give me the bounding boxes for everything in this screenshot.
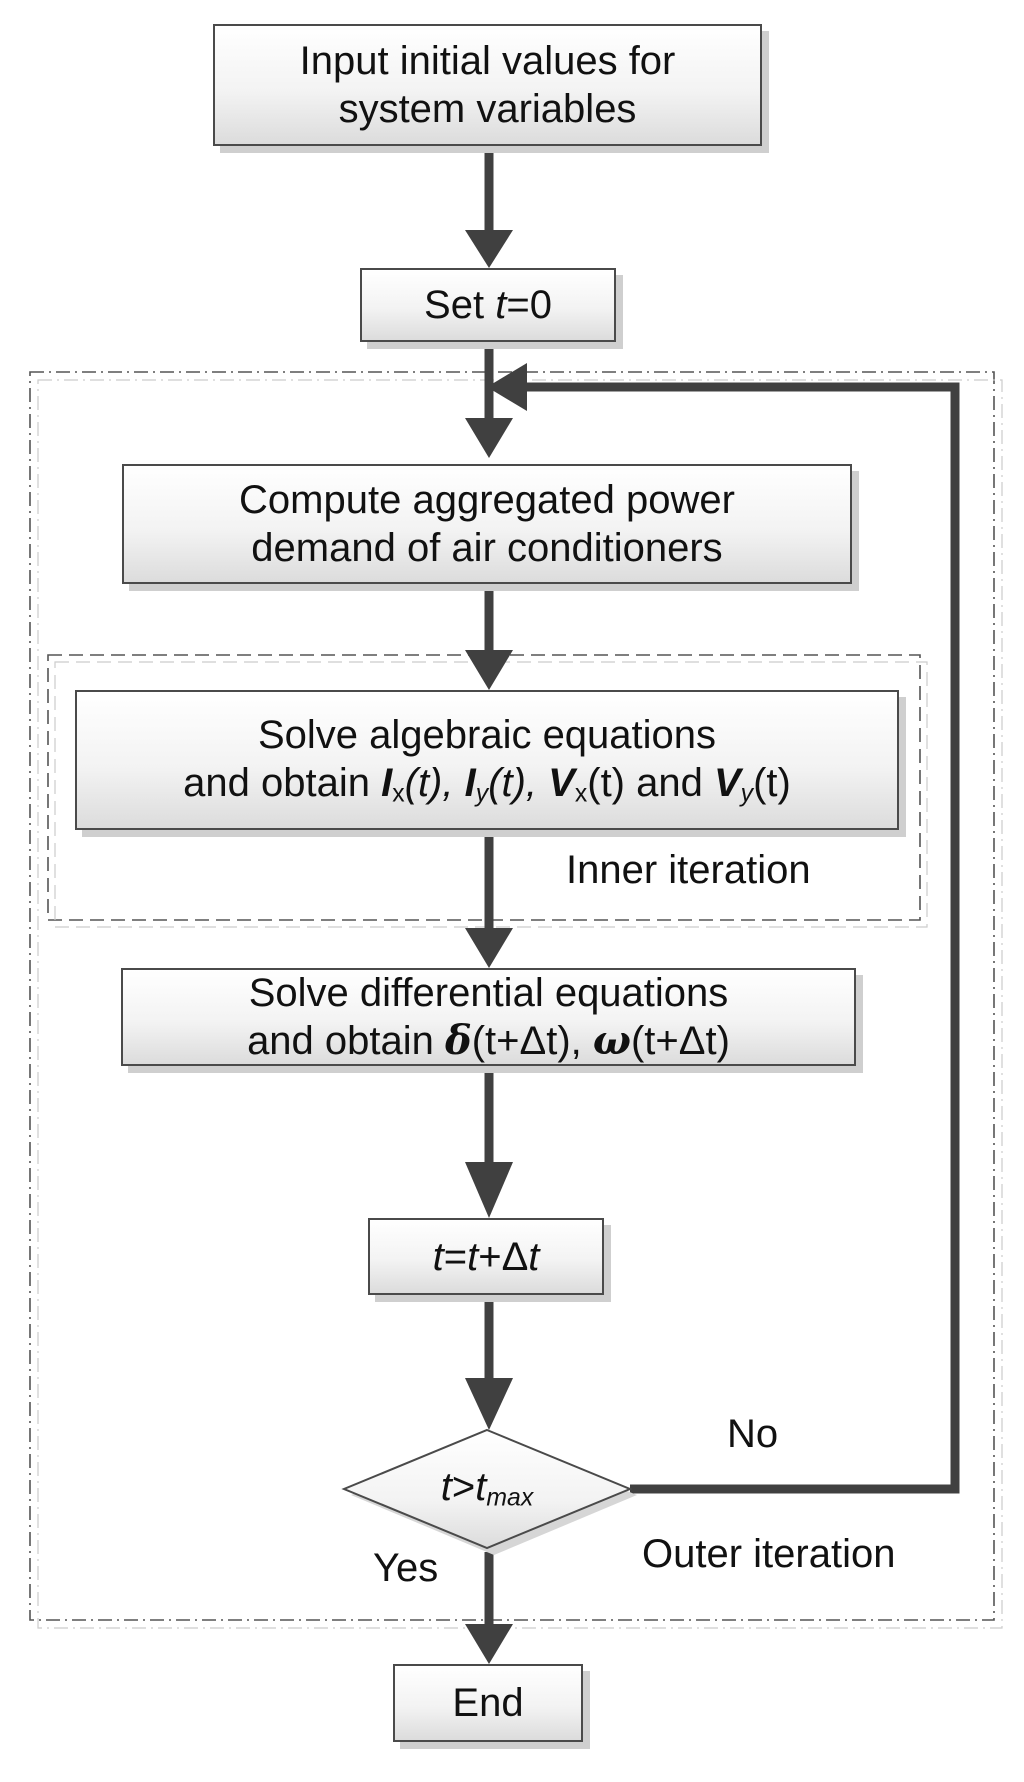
time-arg-4: (t) — [753, 760, 791, 805]
decision-t-max: t — [475, 1465, 487, 1509]
compute-power-line-2: demand of air conditioners — [251, 526, 723, 570]
decision-max-subscript: max — [486, 1484, 534, 1512]
solve-algebraic-line-2: and obtain Ix(t), Iy(t), Vx(t) and Vy(t) — [183, 759, 791, 809]
decision-diamond — [341, 1428, 633, 1550]
omega-symbol: ω — [592, 1017, 631, 1064]
arrowhead-6 — [465, 1378, 513, 1430]
solve-algebraic-box: Solve algebraic equations and obtain Ix(… — [75, 690, 899, 830]
input-initial-line-1: Input initial values for — [299, 39, 676, 83]
arrowhead-4 — [465, 928, 513, 968]
arrowhead-1 — [465, 230, 513, 268]
solve-differential-line-2: and obtain δ(t+Δt), ω(t+Δt) — [247, 1017, 730, 1065]
increment-eq: = — [443, 1234, 468, 1279]
set-t-prefix: Set — [424, 283, 496, 327]
separator-2: , — [525, 760, 549, 805]
increment-t-box: t=t+Δt — [368, 1218, 604, 1295]
solve-differential-lead: and obtain — [247, 1019, 446, 1063]
decision-condition: t>tmax — [417, 1465, 557, 1512]
arrowhead-2 — [465, 418, 513, 458]
end-label: End — [452, 1681, 524, 1725]
separator-3: , — [570, 1019, 593, 1063]
solve-algebraic-line-1: Solve algebraic equations — [257, 712, 717, 757]
decision-gt: > — [451, 1465, 476, 1509]
inner-iteration-label: Inner iteration — [566, 848, 811, 892]
set-t-box: Set t=0 — [360, 268, 616, 342]
subscript-y-2: y — [740, 780, 754, 808]
set-t-text: Set t=0 — [424, 281, 552, 329]
subscript-x-1: x — [392, 780, 405, 808]
increment-t-3: t — [528, 1234, 540, 1279]
end-box: End — [393, 1664, 583, 1742]
set-t-suffix: =0 — [506, 283, 552, 327]
arrowhead-3 — [465, 650, 513, 690]
subscript-y-1: y — [475, 780, 489, 808]
compute-power-box: Compute aggregated power demand of air c… — [122, 464, 852, 584]
solve-differential-box: Solve differential equations and obtain … — [121, 968, 856, 1066]
time-arg-3: (t) — [587, 760, 626, 805]
time-arg-1: (t) — [404, 760, 443, 805]
arrowhead-loop — [487, 363, 527, 411]
subscript-x-2: x — [574, 780, 588, 808]
arrowhead-7 — [465, 1624, 513, 1664]
voltage-symbol-vx: V — [548, 760, 575, 805]
current-symbol-ix: I — [381, 760, 393, 805]
increment-t-2: t — [467, 1234, 479, 1279]
outer-iteration-label: Outer iteration — [642, 1532, 896, 1576]
delta-arg: (t+Δt) — [471, 1019, 571, 1063]
decision-t: t — [440, 1465, 452, 1509]
solve-algebraic-lead: and obtain — [183, 760, 382, 805]
and-word: and — [625, 760, 714, 805]
yes-edge-label: Yes — [373, 1546, 439, 1590]
current-symbol-iy: I — [464, 760, 476, 805]
input-initial-line-2: system variables — [338, 87, 637, 131]
no-edge-label: No — [727, 1412, 779, 1456]
delta-symbol: δ — [445, 1017, 472, 1064]
increment-t-text: t=t+Δt — [433, 1233, 540, 1281]
set-t-variable: t — [495, 283, 507, 327]
separator-1: , — [442, 760, 465, 805]
arrowhead-5 — [465, 1162, 513, 1218]
time-arg-2: (t) — [488, 760, 526, 805]
compute-power-line-1: Compute aggregated power — [239, 478, 735, 522]
loop-back-line — [524, 382, 960, 1494]
voltage-symbol-vy: V — [713, 760, 741, 805]
solve-differential-line-1: Solve differential equations — [248, 971, 729, 1015]
increment-t-1: t — [432, 1234, 444, 1279]
omega-arg: (t+Δt) — [630, 1019, 730, 1063]
increment-plus-delta: +Δ — [478, 1234, 529, 1279]
input-initial-values-box: Input initial values for system variable… — [213, 24, 762, 146]
